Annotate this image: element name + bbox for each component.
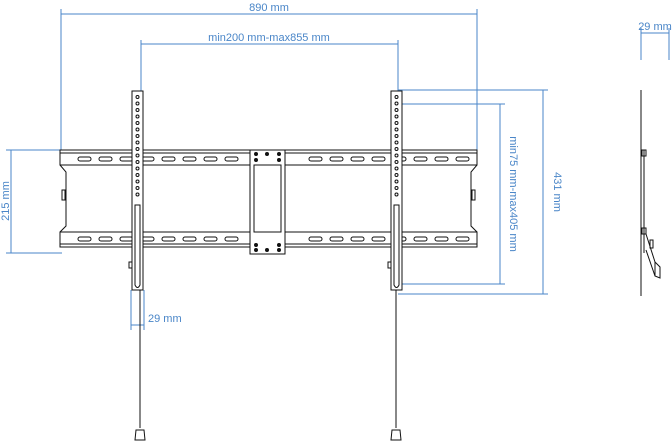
rail-slot bbox=[161, 236, 176, 242]
left-end-tab bbox=[61, 189, 66, 201]
arm-hole bbox=[135, 108, 140, 112]
side-top-hook bbox=[641, 149, 647, 157]
center-plate-bolts bbox=[254, 152, 281, 252]
arm-hole bbox=[135, 173, 140, 177]
rail-slot bbox=[434, 236, 449, 242]
left-pull-handle bbox=[134, 429, 146, 441]
right-arm-holes bbox=[394, 95, 399, 197]
rail-slot bbox=[455, 156, 470, 162]
dimension-lines bbox=[6, 9, 670, 330]
center-plate-inner bbox=[253, 164, 282, 233]
arm-hole bbox=[394, 127, 399, 132]
arm-hole bbox=[394, 147, 399, 151]
side-tilt-bracket bbox=[645, 233, 661, 279]
left-arm-holes bbox=[135, 95, 140, 197]
right-pull-handle bbox=[390, 429, 402, 441]
side-lock bbox=[649, 239, 654, 249]
rail-slot bbox=[161, 156, 176, 162]
arm-hole bbox=[394, 179, 399, 184]
rail-slot bbox=[350, 236, 365, 242]
rail-slot bbox=[455, 236, 470, 242]
rail-slot bbox=[308, 156, 323, 162]
arm-hole bbox=[135, 95, 140, 99]
arm-hole bbox=[394, 95, 399, 99]
arm-hole bbox=[394, 134, 399, 138]
arm-hole bbox=[135, 134, 140, 138]
arm-hole bbox=[135, 140, 140, 145]
arm-hole bbox=[135, 160, 140, 164]
horizontal-spacing-label: min200 mm-max855 mm bbox=[208, 32, 330, 44]
rail-height-label: 215 mm bbox=[0, 181, 12, 221]
side-view bbox=[640, 90, 661, 296]
rail-slot bbox=[203, 156, 218, 162]
right-end-bracket bbox=[470, 164, 478, 233]
rail-slot bbox=[350, 156, 365, 162]
arm-hole bbox=[394, 192, 399, 197]
rail-slot bbox=[182, 156, 197, 162]
rail-slot bbox=[77, 236, 92, 242]
arm-hole bbox=[394, 121, 399, 125]
arm-hole bbox=[135, 101, 140, 106]
rail-slot bbox=[329, 156, 344, 162]
arm-hole bbox=[394, 108, 399, 112]
arm-hole bbox=[394, 173, 399, 177]
rail-slot bbox=[182, 236, 197, 242]
left-arm bbox=[131, 90, 144, 291]
arm-hole bbox=[135, 166, 140, 171]
arm-hole bbox=[135, 147, 140, 151]
rail-slot bbox=[371, 236, 386, 242]
center-plate bbox=[249, 149, 286, 255]
rail-slot bbox=[224, 156, 239, 162]
rail-slot bbox=[203, 236, 218, 242]
front-view bbox=[59, 90, 478, 441]
rail-slot bbox=[98, 236, 113, 242]
left-arm-lock bbox=[128, 261, 133, 269]
arm-hole bbox=[135, 127, 140, 132]
rail-slot bbox=[98, 156, 113, 162]
rail-slot bbox=[371, 156, 386, 162]
rail-slot bbox=[413, 156, 428, 162]
rail-slot bbox=[77, 156, 92, 162]
rail-slot bbox=[413, 236, 428, 242]
overall-height-label: 431 mm bbox=[551, 172, 563, 212]
arm-hole bbox=[394, 153, 399, 158]
rail-slot bbox=[434, 156, 449, 162]
right-arm-slot bbox=[393, 204, 400, 288]
arm-hole bbox=[135, 114, 140, 119]
right-arm-lock bbox=[387, 261, 392, 269]
left-arm-slot bbox=[134, 204, 141, 288]
rail-slot bbox=[308, 236, 323, 242]
right-arm bbox=[390, 90, 403, 291]
arm-hole bbox=[135, 179, 140, 184]
side-bottom-hook bbox=[641, 227, 647, 235]
arm-hole bbox=[394, 160, 399, 164]
rail-slot bbox=[329, 236, 344, 242]
arm-hole bbox=[135, 153, 140, 158]
top-rail-slots bbox=[77, 156, 470, 162]
arm-hole bbox=[135, 192, 140, 197]
arm-hole bbox=[394, 166, 399, 171]
arm-width-label: 29 mm bbox=[148, 313, 182, 325]
arm-hole bbox=[135, 121, 140, 125]
vertical-spacing-label: min75 mm-max405 mm bbox=[507, 136, 519, 252]
arm-hole bbox=[394, 101, 399, 106]
rail-slot bbox=[119, 156, 134, 162]
arm-hole bbox=[394, 140, 399, 145]
left-end-bracket bbox=[59, 164, 67, 233]
arm-hole bbox=[394, 186, 399, 190]
right-end-tab bbox=[471, 189, 476, 201]
arm-hole bbox=[135, 186, 140, 190]
arm-hole bbox=[394, 114, 399, 119]
rail-slot bbox=[119, 236, 134, 242]
overall-width-label: 890 mm bbox=[249, 2, 289, 14]
side-depth-label: 29 mm bbox=[638, 21, 672, 33]
rail-slot bbox=[224, 236, 239, 242]
